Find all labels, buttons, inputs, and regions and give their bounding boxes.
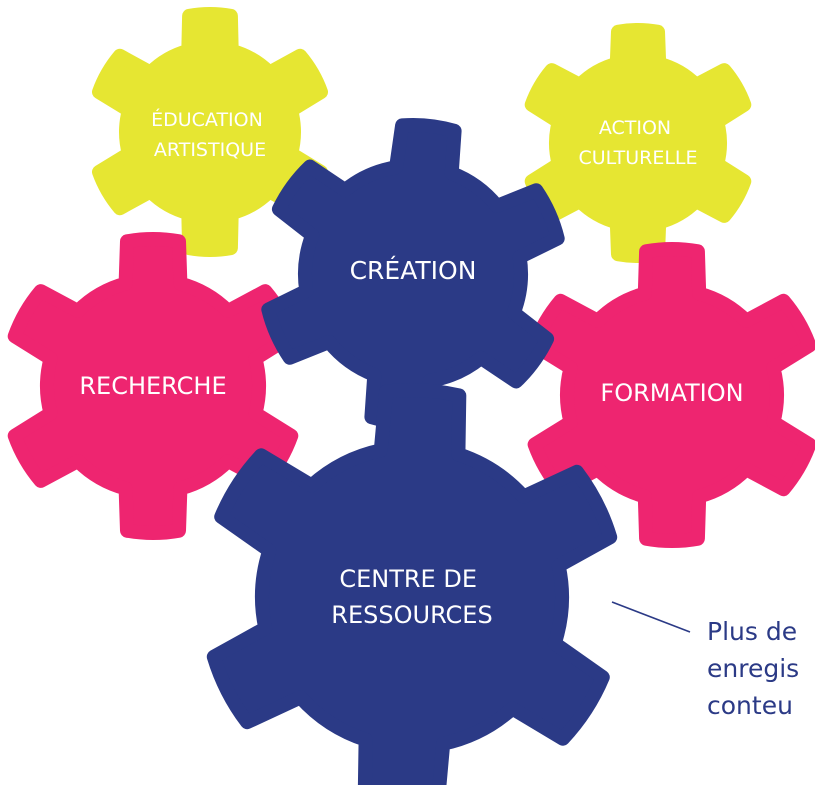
svg-text:ACTION CULTURELLE: ACTION CULTURELLE xyxy=(578,117,697,169)
gear-centre-shape xyxy=(206,383,618,785)
resources-note: Plus de enregis conteu xyxy=(707,617,807,720)
gear-recherche-shape xyxy=(7,231,299,541)
gear-action-culturelle: ACTION CULTURELLE xyxy=(524,23,752,263)
gear-centre-label-line-2: RESSOURCES xyxy=(331,601,492,629)
gear-creation: CRÉATION xyxy=(261,118,565,430)
resources-note-line-3: conteu xyxy=(707,691,793,720)
gear-creation-label: CRÉATION xyxy=(350,256,477,285)
svg-text:FORMATION: FORMATION xyxy=(600,379,743,407)
gear-action-label-line-2: CULTURELLE xyxy=(578,147,697,169)
gear-formation-label: FORMATION xyxy=(600,379,743,407)
gear-action-shape xyxy=(524,23,752,263)
gear-action-label-line-1: ACTION xyxy=(599,117,671,139)
gear-formation-shape xyxy=(527,241,815,549)
connector-line xyxy=(611,601,691,633)
gear-formation: FORMATION xyxy=(527,241,815,549)
gear-recherche-label: RECHERCHE xyxy=(79,372,226,400)
gear-education-artistique: ÉDUCATION ARTISTIQUE xyxy=(92,7,328,257)
resources-note-line-1: Plus de xyxy=(707,617,797,646)
svg-text:ÉDUCATION ARTISTIQUE: ÉDUCATION ARTISTIQUE xyxy=(151,108,269,161)
gear-education-label-line-1: ÉDUCATION xyxy=(151,108,263,131)
gear-centre-de-ressources: CENTRE DE RESSOURCES xyxy=(206,383,618,785)
svg-text:CRÉATION: CRÉATION xyxy=(350,256,477,285)
gear-education-label-line-2: ARTISTIQUE xyxy=(154,139,266,161)
resources-note-line-2: enregis xyxy=(707,654,799,683)
gear-creation-shape xyxy=(261,118,565,430)
svg-text:RECHERCHE: RECHERCHE xyxy=(79,372,226,400)
gear-recherche: RECHERCHE xyxy=(7,231,299,541)
gear-education-shape xyxy=(92,7,328,257)
gear-centre-label-line-1: CENTRE DE xyxy=(339,565,477,593)
svg-text:CENTRE DE RESSOURCES: CENTRE DE RESSOURCES xyxy=(331,565,492,629)
